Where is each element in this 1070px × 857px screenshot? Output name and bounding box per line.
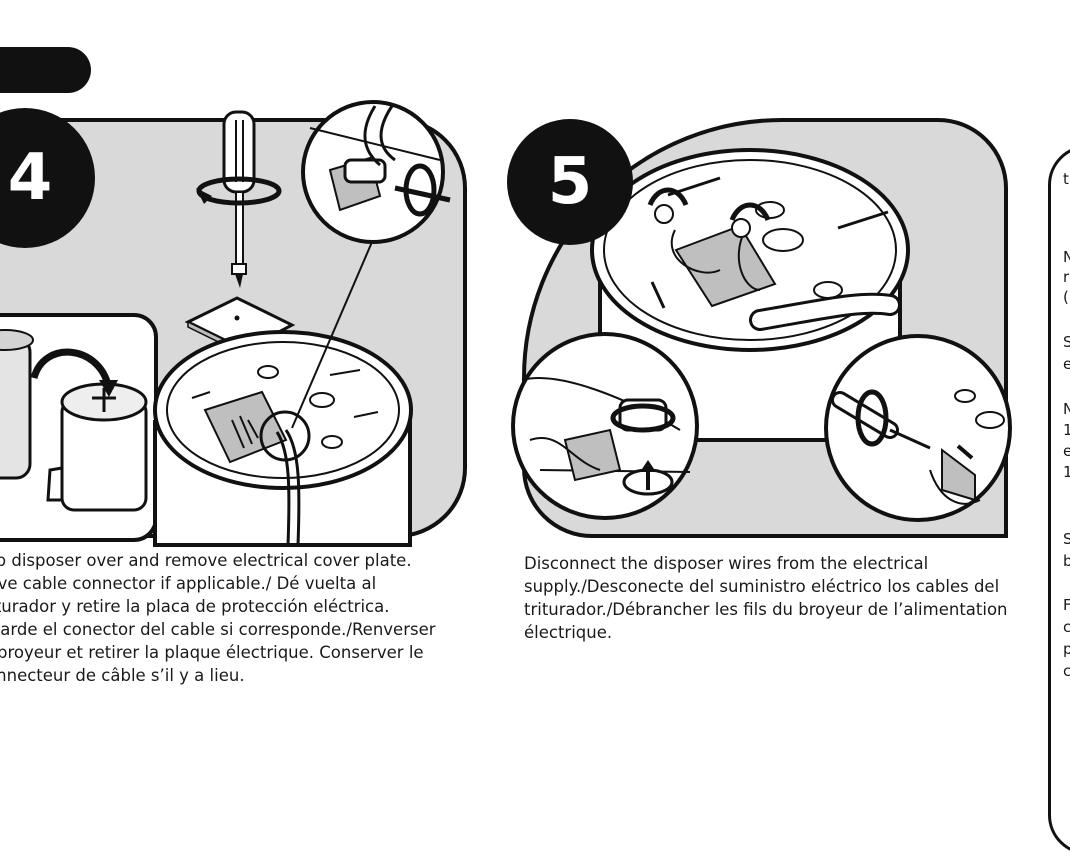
- sidebar-fragment: b: [1063, 552, 1070, 570]
- sidebar-fragment: t: [1063, 170, 1069, 188]
- sidebar-fragment: N: [1063, 248, 1070, 266]
- sidebar-fragment: c: [1063, 618, 1070, 636]
- sidebar-fragment: r: [1063, 268, 1069, 286]
- screw-inset: [826, 336, 1010, 520]
- sidebar-fragment: c: [1063, 662, 1070, 680]
- step-5-caption: Disconnect the disposer wires from the e…: [524, 552, 1014, 644]
- sidebar-fragment: 1: [1063, 421, 1070, 439]
- wire-connector-inset: [513, 334, 697, 518]
- sidebar-fragment: F: [1063, 596, 1070, 614]
- sidebar-fragment: e: [1063, 442, 1070, 460]
- step-4-caption: Flip disposer over and remove electrical…: [0, 549, 455, 687]
- sidebar-fragment: S: [1063, 333, 1070, 351]
- sidebar-fragment: e: [1063, 355, 1070, 373]
- step-5-badge: 5: [507, 119, 633, 245]
- step-5-illustration: [0, 0, 1010, 545]
- sidebar-fragment: N: [1063, 400, 1070, 418]
- sidebar-fragment: (: [1063, 288, 1069, 306]
- sidebar-fragment: 1: [1063, 463, 1070, 481]
- sidebar-fragment: p: [1063, 640, 1070, 658]
- right-sidebar-box: t N r ( S e N 1 e 1 S b F c p c: [1048, 145, 1070, 855]
- step-5-number: 5: [548, 145, 593, 219]
- sidebar-fragment: S: [1063, 530, 1070, 548]
